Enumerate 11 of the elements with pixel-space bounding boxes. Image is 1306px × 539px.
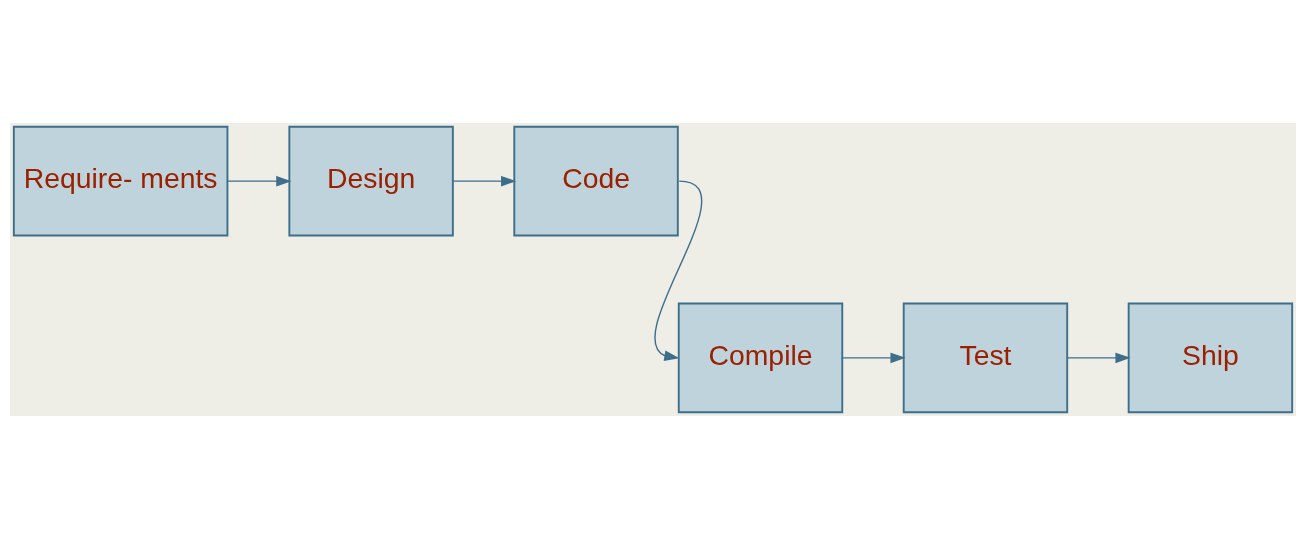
arrow	[654, 180, 703, 361]
node-box: Compile	[677, 302, 844, 414]
node-box: Require- ments	[12, 125, 229, 237]
node-box: Design	[288, 125, 454, 237]
arrow	[1066, 352, 1131, 364]
arrow	[226, 175, 292, 187]
node-box: Ship	[1127, 302, 1294, 414]
arrow	[452, 175, 517, 187]
node-box: Test	[902, 302, 1069, 414]
arrow	[841, 352, 906, 364]
node-box: Code	[513, 125, 679, 237]
